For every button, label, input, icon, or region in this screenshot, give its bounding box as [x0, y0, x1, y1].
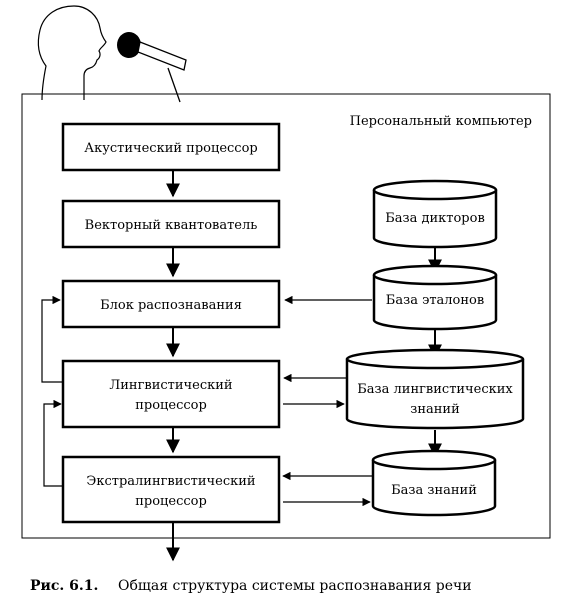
- db-knowledge: База знаний: [371, 449, 497, 517]
- block-acoustic-processor: Акустический процессор: [61, 122, 281, 172]
- block-vector-label: Векторный квантователь: [85, 218, 258, 233]
- block-extra-label-line1: Экстралингвистический: [86, 474, 255, 489]
- db-speakers: База дикторов: [372, 179, 498, 249]
- db-speakers-label: База дикторов: [385, 211, 485, 226]
- block-extra-label-line2: процессор: [135, 494, 207, 509]
- db-linguistic-knowledge: База лингвистических знаний: [345, 348, 525, 430]
- figure-caption: Общая структура системы распознавания ре…: [118, 578, 472, 594]
- db-linguistic-label-line1: База лингвистических: [357, 382, 513, 397]
- block-recognition: Блок распознавания: [61, 279, 281, 329]
- figure-number: Рис. 6.1.: [30, 578, 99, 594]
- block-linguistic-label-line1: Лингвистический: [109, 378, 232, 393]
- db-knowledge-label: База знаний: [391, 483, 477, 498]
- speaker-head-icon: [37, 5, 107, 101]
- microphone-icon: [117, 32, 187, 103]
- container-label: Персональный компьютер: [350, 114, 532, 129]
- block-recognition-label: Блок распознавания: [100, 298, 242, 313]
- computer-container: [21, 93, 551, 539]
- block-vector-quantizer: Векторный квантователь: [61, 199, 281, 249]
- block-linguistic-label-line2: процессор: [135, 398, 207, 413]
- block-extralinguistic-processor: Экстралингвистический процессор: [61, 455, 281, 524]
- db-linguistic-label-line2: знаний: [410, 402, 460, 417]
- db-templates: База эталонов: [372, 264, 498, 331]
- block-acoustic-label: Акустический процессор: [84, 141, 258, 156]
- db-templates-label: База эталонов: [386, 293, 484, 308]
- block-linguistic-processor: Лингвистический процессор: [61, 359, 281, 429]
